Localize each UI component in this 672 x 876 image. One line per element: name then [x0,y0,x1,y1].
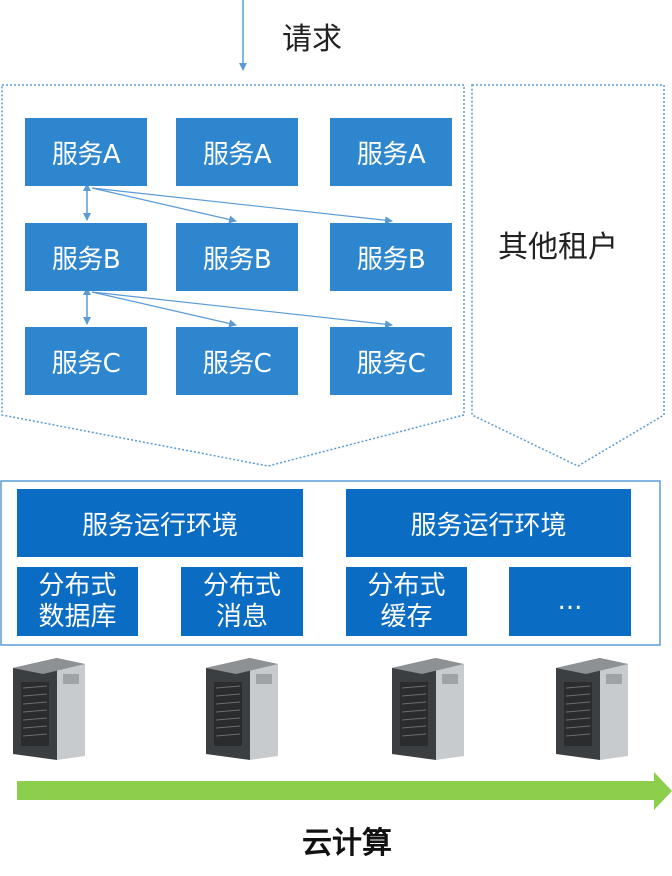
cloud-arrow [17,772,672,810]
service-c-1[interactable]: 服务C [25,327,147,395]
b-to-c3 [91,291,393,329]
service-b-2[interactable]: 服务B [176,223,298,291]
cloud-computing-label: 云计算 [302,826,392,861]
runtime-env-2[interactable]: 服务运行环境 [346,489,631,557]
b-to-c2 [91,291,237,328]
middleware-database-line2: 数据库 [38,601,117,632]
service-a-1[interactable]: 服务A [25,118,147,186]
service-c-3[interactable]: 服务C [330,327,452,395]
service-b-1[interactable]: 服务B [25,223,147,291]
service-a-2[interactable]: 服务A [176,118,298,186]
server-icon [13,658,85,760]
service-b-3[interactable]: 服务B [330,223,452,291]
a-to-b2 [91,187,237,224]
middleware-more[interactable]: ... [509,567,631,636]
middleware-cache[interactable]: 分布式 缓存 [346,567,467,636]
server-icon [556,658,628,760]
tenant-boundary [1,84,465,467]
middleware-database[interactable]: 分布式 数据库 [17,567,138,636]
middleware-cache-line1: 分布式 [367,570,446,601]
middleware-cache-line2: 缓存 [380,601,433,632]
server-icon [206,658,278,760]
server-icon [392,658,464,760]
other-tenant-boundary [471,84,665,467]
middleware-message[interactable]: 分布式 消息 [181,567,303,636]
service-a-3[interactable]: 服务A [330,118,452,186]
request-label: 请求 [282,22,342,57]
middleware-more-line1: ... [557,586,583,616]
middleware-database-line1: 分布式 [38,570,117,601]
platform-container [0,480,661,646]
middleware-message-line1: 分布式 [202,570,281,601]
other-tenants-label: 其他租户 [498,230,618,265]
service-c-2[interactable]: 服务C [176,327,298,395]
runtime-env-1[interactable]: 服务运行环境 [17,489,303,557]
middleware-message-line2: 消息 [215,601,268,632]
a-to-b3 [91,187,393,225]
